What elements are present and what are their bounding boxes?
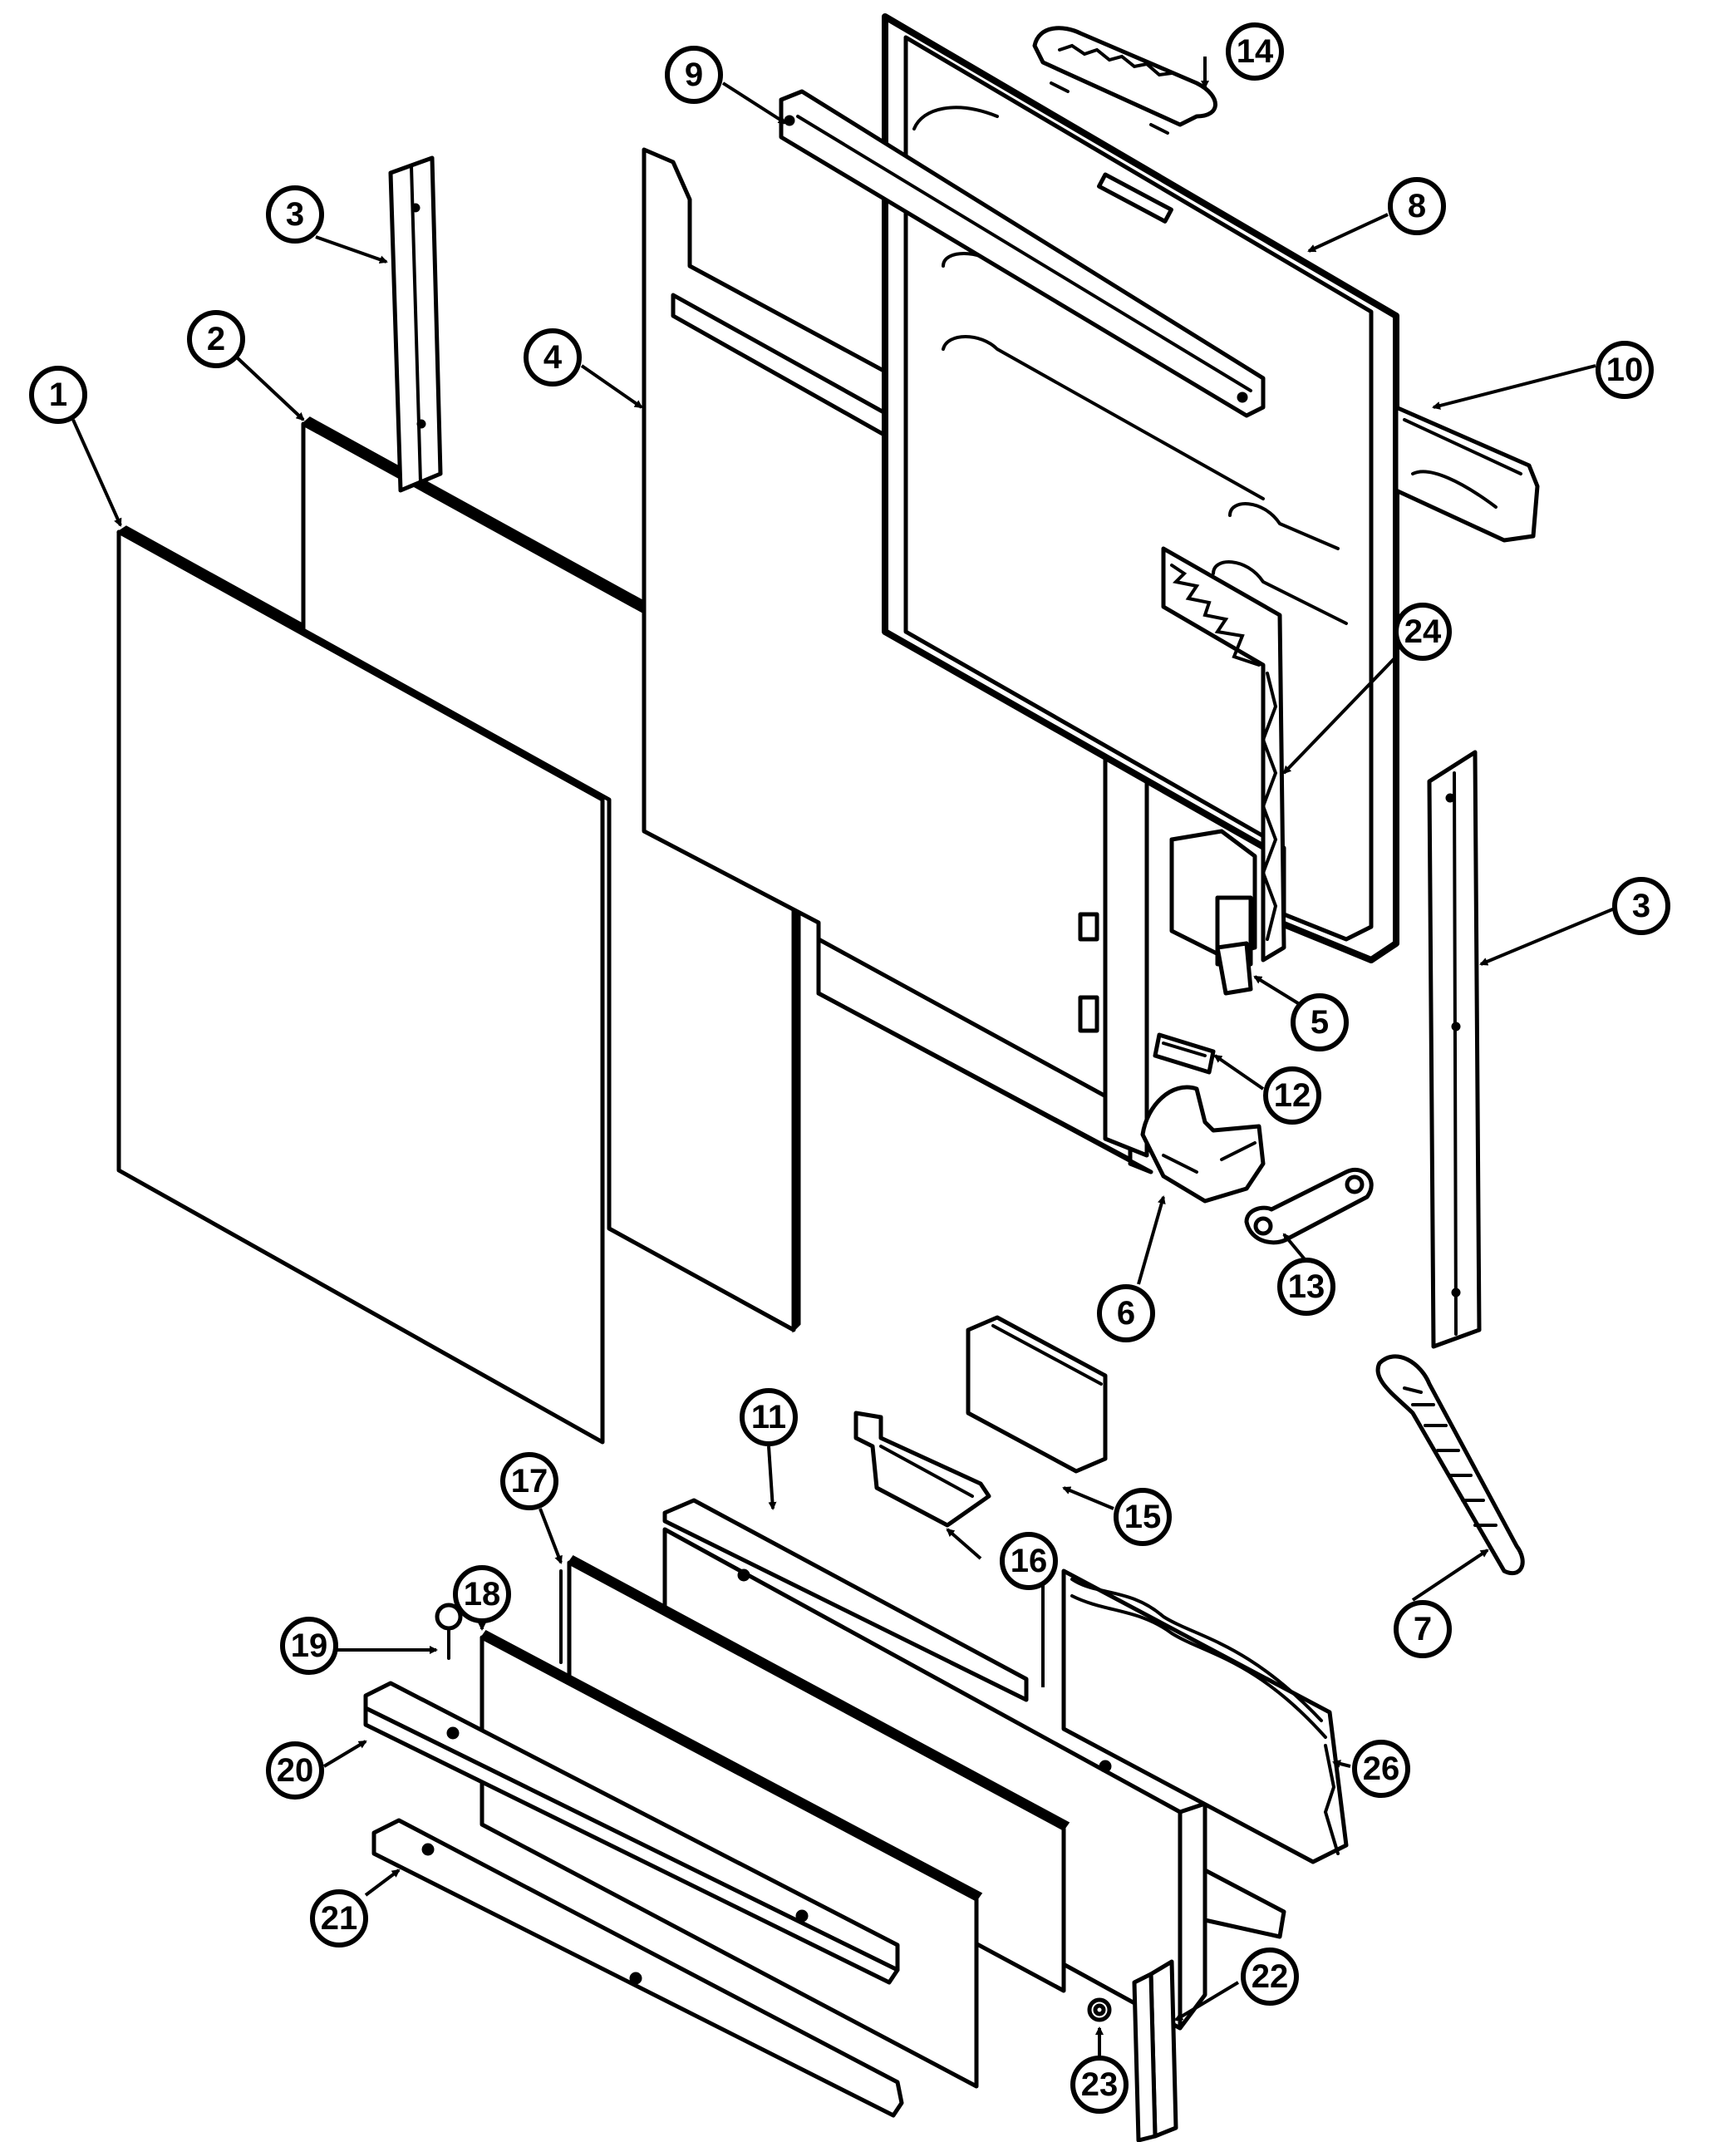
callout-22: 22 [1241,1947,1299,2006]
callout-6: 6 [1097,1284,1155,1342]
callout-3-left-label: 3 [286,196,304,233]
callout-17-label: 17 [511,1463,548,1499]
callout-3-right: 3 [1612,877,1670,935]
callouts: 1 2 3 3 4 5 6 7 [29,22,1670,2114]
callout-17: 17 [500,1452,558,1510]
callout-2-label: 2 [207,321,225,357]
callout-7-label: 7 [1414,1611,1432,1647]
callout-21: 21 [310,1889,368,1947]
part-3-side-trim-right [1427,750,1482,1349]
callout-15-label: 15 [1124,1499,1162,1535]
callout-7: 7 [1394,1600,1452,1658]
callout-24: 24 [1394,603,1452,661]
callout-13-label: 13 [1288,1268,1325,1305]
callout-9: 9 [665,46,723,104]
leader-lines [71,57,1621,2057]
part-6-hinge-bracket [1140,1085,1266,1204]
callout-1: 1 [29,366,87,424]
callout-9-label: 9 [685,57,703,93]
callout-23: 23 [1070,2056,1129,2114]
part-13-link [1244,1167,1374,1245]
callout-11-label: 11 [751,1399,786,1435]
part-7-spring [1375,1354,1525,1576]
callout-21-label: 21 [321,1900,358,1937]
callout-10-label: 10 [1606,352,1644,388]
callout-15: 15 [1114,1488,1172,1546]
part-5-latch [1169,829,1257,996]
callout-16-label: 16 [1011,1543,1048,1579]
callout-8: 8 [1388,177,1446,235]
part-12-plate [1153,1032,1216,1075]
callout-11: 11 [740,1388,798,1446]
part-15-bracket [966,1315,1108,1474]
callout-1-label: 1 [49,377,67,413]
callout-20: 20 [266,1741,324,1800]
part-21-lower-rail [371,1818,904,2118]
callout-24-label: 24 [1404,613,1442,650]
callout-10: 10 [1596,341,1654,399]
callout-22-label: 22 [1252,1958,1289,1995]
part-22-end-cap [1132,1959,1178,2142]
callout-20-label: 20 [277,1752,314,1789]
callout-12-label: 12 [1274,1077,1311,1114]
callout-4: 4 [524,328,582,387]
callout-14-label: 14 [1237,33,1274,70]
part-9-top-channel [779,89,1266,418]
part-23-nut [1087,1997,1112,2022]
callout-4-label: 4 [543,339,563,376]
callout-16: 16 [1000,1532,1058,1590]
callout-26: 26 [1352,1740,1410,1798]
callout-3-right-label: 3 [1632,888,1650,924]
callout-6-label: 6 [1117,1295,1135,1332]
callout-23-label: 23 [1081,2066,1119,2103]
callout-12: 12 [1263,1066,1321,1125]
part-14-handle [1032,26,1217,135]
part-10-hinge-arm [1394,405,1540,543]
part-19-screw [435,1603,463,1660]
callout-8-label: 8 [1408,188,1426,224]
part-16-mounting-bracket [853,1411,991,1528]
part-20-rail [363,1681,900,1985]
callout-3-left: 3 [266,185,324,244]
callout-13: 13 [1277,1258,1335,1316]
callout-19: 19 [280,1617,338,1675]
callout-18-label: 18 [464,1576,501,1613]
callout-2: 2 [187,310,245,368]
callout-26-label: 26 [1363,1751,1400,1787]
part-3-side-trim-left [388,155,443,493]
callout-14: 14 [1226,22,1284,81]
callout-5-label: 5 [1311,1004,1329,1041]
callout-5: 5 [1291,993,1349,1051]
callout-18: 18 [453,1565,511,1623]
part-24-gasket [1161,546,1286,963]
callout-19-label: 19 [291,1627,328,1664]
part-26-insulation [1061,1568,1349,1864]
